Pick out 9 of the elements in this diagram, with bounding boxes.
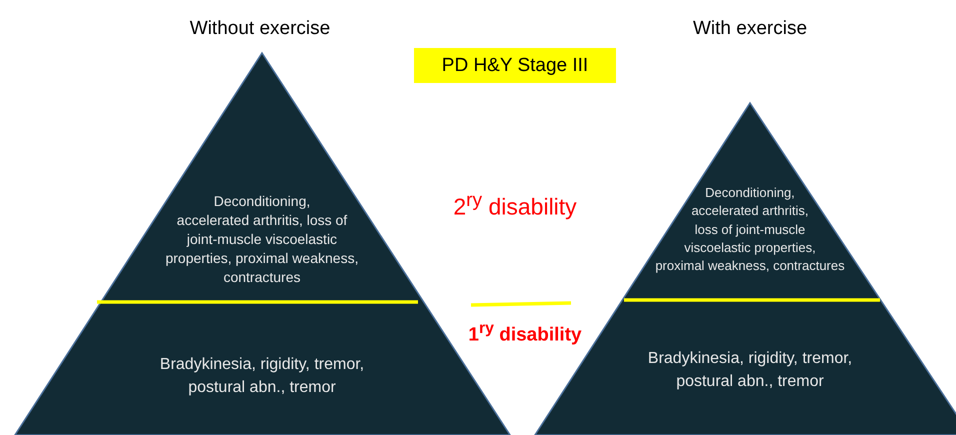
pyramid-heading: Without exercise [188,18,332,40]
pyramid-heading: With exercise [692,18,808,40]
primary-disability-text: Bradykinesia, rigidity, tremor, postural abn., tremor [646,349,854,392]
secondary-disability-text: Deconditioning, accelerated arthritis, loss of joint-muscle viscoelastic properties, proximal weakness, contractures [654,184,846,276]
primary-disability-label: 1$^{ry}$ disability [467,320,583,346]
primary-disability-text: Bradykinesia, rigidity, tremor, postural abn., tremor [158,355,366,398]
secondary-disability-text: Deconditioning, accelerated arthritis, loss of joint-muscle viscoelastic properties, proximal weakness, contractures [164,192,360,287]
secondary-disability-label: 2$^{ry}$ disability [452,190,578,221]
stage-label: PD H&Y Stage III [414,48,616,83]
